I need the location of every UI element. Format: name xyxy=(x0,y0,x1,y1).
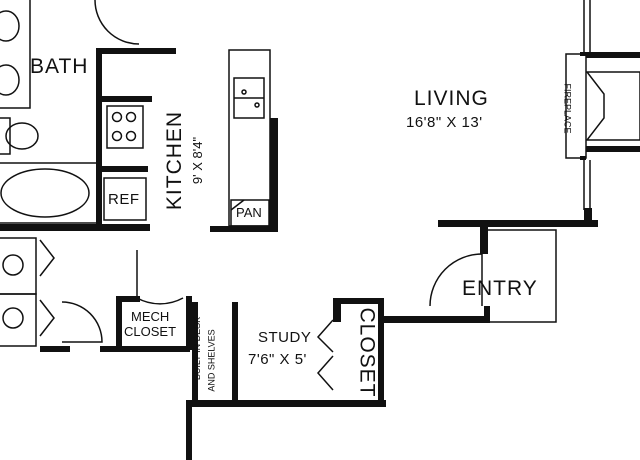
living-label: LIVING xyxy=(414,87,489,110)
pantry-door xyxy=(230,199,245,211)
closet-door-top xyxy=(316,319,334,353)
entry-label: ENTRY xyxy=(462,277,538,300)
range xyxy=(106,105,144,149)
laundry-door-top xyxy=(39,239,55,277)
toilet-tank xyxy=(0,117,11,155)
walls xyxy=(0,48,640,460)
mech-closet-label-line2: CLOSET xyxy=(124,324,177,339)
fireplace-label: FIREPLACE xyxy=(562,83,573,134)
fireplace-hearth xyxy=(585,71,640,141)
living-dimensions: 16'8" X 13' xyxy=(406,114,483,131)
mech-closet-label-line1: MECH xyxy=(131,309,170,324)
kitchen-dimensions: 9' X 8'4" xyxy=(190,136,206,185)
mech-door-swing xyxy=(136,250,184,305)
bathtub xyxy=(0,162,99,224)
entry-nook xyxy=(488,229,557,323)
bath-vanity xyxy=(0,0,31,109)
pan-label: PAN xyxy=(236,205,262,220)
entry-door-swing xyxy=(429,253,483,307)
study-dimensions: 7'6" X 5' xyxy=(248,351,307,368)
hall-door-swing xyxy=(61,301,103,343)
refrigerator xyxy=(103,177,147,221)
fireplace-frame xyxy=(565,53,587,159)
washer-drum xyxy=(2,254,24,276)
dryer xyxy=(0,293,37,347)
bath-sink-bottom xyxy=(0,64,20,96)
built-in-label-line2: AND SHELVES xyxy=(206,329,217,392)
dryer-drum xyxy=(2,307,24,329)
study-label: STUDY xyxy=(258,329,312,346)
closet-door-bottom xyxy=(316,355,334,391)
bath-label: BATH xyxy=(30,55,89,78)
ref-label: REF xyxy=(108,191,140,208)
laundry-door-bottom xyxy=(39,299,55,337)
built-in-label-line1: BUILT-IN DESK xyxy=(192,316,203,381)
kitchen-label: KITCHEN xyxy=(163,110,187,211)
bathtub-basin xyxy=(0,168,90,218)
toilet-bowl xyxy=(5,122,39,150)
washer xyxy=(0,237,37,295)
closet-label: CLOSET xyxy=(355,307,379,398)
bath-sink-top xyxy=(0,10,20,42)
bath-door-swing xyxy=(94,0,140,45)
